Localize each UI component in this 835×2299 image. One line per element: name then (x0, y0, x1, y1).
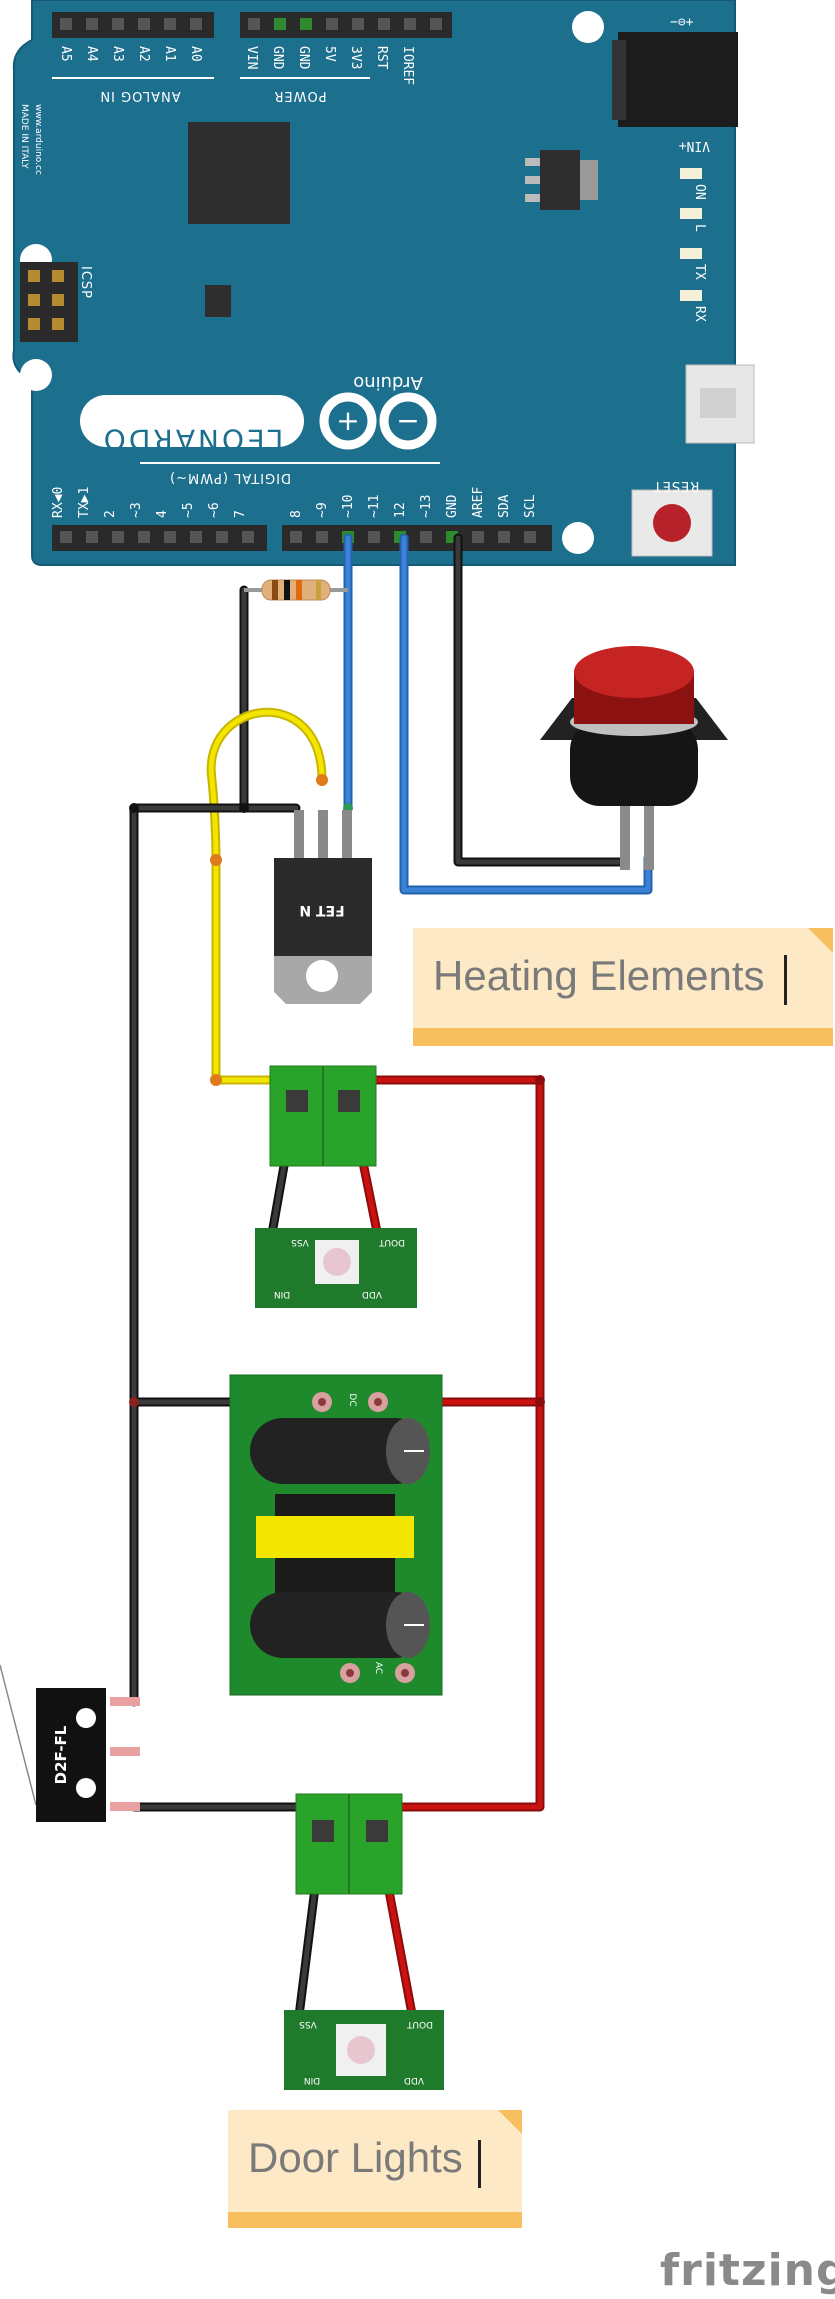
led-pin-label: DIN (304, 2075, 320, 2085)
digital-header-low (52, 525, 267, 551)
icsp-label: ICSP (78, 266, 93, 299)
pin-label: ~13 (419, 495, 434, 518)
switch-label: D2F-FL (52, 1725, 70, 1784)
power-supply-module: DC AC (229, 1374, 443, 1696)
pin-label: RX◀0 (51, 487, 66, 518)
leonardo-logo (80, 395, 304, 447)
pin-label: A5 (58, 46, 73, 62)
pin-label: A4 (84, 46, 99, 62)
mount-hole (562, 522, 594, 554)
pin-label: 8 (289, 510, 304, 518)
mosfet-label: FET N (299, 902, 344, 918)
brand-label: Arduino (353, 372, 423, 393)
polarity-symbol: −⊖+ (670, 15, 694, 30)
note-door-text: Door Lights (248, 2134, 463, 2181)
small-chip (205, 285, 231, 317)
pin-label: 7 (233, 510, 248, 518)
svg-text:+: + (336, 404, 359, 437)
led-label: L (692, 224, 707, 232)
analog-header (52, 12, 214, 38)
arduino-board: A5 A4 A3 A2 A1 A0 VIN GND GND 5V 3V3 RST… (12, 0, 755, 566)
pin-label: IOREF (400, 46, 415, 85)
board-name: LEONARDO (101, 423, 283, 456)
pin-label: ~6 (207, 502, 222, 518)
pin-label: 4 (155, 510, 170, 518)
led-label: RX (692, 306, 707, 322)
mount-hole (20, 359, 52, 391)
pin-label: ~9 (315, 502, 330, 518)
led-label: TX (692, 264, 707, 280)
mosfet: FET N (274, 810, 372, 1004)
pin-label: 2 (103, 510, 118, 518)
led-module-bottom: VSS DOUT DIN VDD (284, 2010, 444, 2090)
reset-label: RESET (653, 478, 700, 493)
terminal-block-top (269, 1065, 377, 1167)
power-label: POWER (273, 88, 326, 103)
mount-hole (572, 11, 604, 43)
pin-label: ~10 (341, 495, 356, 518)
led-pin-label: VDD (404, 2075, 424, 2085)
note-door: Door Lights (228, 2110, 522, 2228)
led-label: ON (692, 184, 707, 200)
pin-label: ~3 (129, 502, 144, 518)
led-pin-label: DOUT (378, 1237, 405, 1247)
pin-label: AREF (471, 487, 486, 518)
led-module-top: VSS DOUT DIN VDD (255, 1228, 417, 1308)
junctions (129, 774, 652, 1407)
pin-label: GND (296, 46, 311, 70)
pin-label: A0 (188, 46, 203, 62)
fritzing-watermark: fritzing (660, 2245, 835, 2296)
terminal-block-bottom (295, 1793, 403, 1895)
pin-label: VIN (244, 46, 259, 69)
led-pin-label: DIN (274, 1289, 290, 1299)
power-jack (618, 32, 738, 127)
pin-label: TX▶1 (77, 487, 92, 518)
voltage-regulator (540, 150, 580, 210)
led-pin-label: VSS (299, 2019, 317, 2029)
pin-label: GND (445, 494, 460, 518)
pcb-dc-label: DC (347, 1393, 357, 1406)
pcb-ac-label: AC (373, 1662, 383, 1674)
pin-label: RST (374, 46, 389, 70)
note-heating-text: Heating Elements (433, 952, 765, 999)
made-in-label: MADE IN ITALY (19, 104, 29, 169)
pin-label: A2 (136, 46, 151, 62)
pin-label: A1 (162, 46, 177, 62)
pin-label: SCL (523, 494, 538, 518)
digital-label: DIGITAL (PWM~) (169, 470, 291, 485)
microcontroller-chip (188, 122, 290, 224)
pin-label: SDA (497, 494, 512, 518)
power-header (240, 12, 452, 38)
pin-label: 3V3 (348, 46, 363, 69)
vin-label: VIN+ (679, 138, 710, 153)
pin-label: 5V (322, 46, 337, 62)
resistor (244, 579, 348, 601)
analog-in-label: ANALOG IN (99, 88, 180, 103)
pin-label: 12 (393, 502, 408, 518)
board-leds (680, 168, 702, 301)
note-heating: Heating Elements (413, 928, 833, 1046)
svg-text:−: − (396, 404, 419, 437)
pin-label: ~5 (181, 502, 196, 518)
led-pin-label: DOUT (406, 2019, 433, 2029)
pin-label: GND (270, 46, 285, 70)
led-pin-label: VSS (291, 1237, 309, 1247)
pin-label: A3 (110, 46, 125, 62)
arduino-logo-icon: + − (319, 392, 437, 450)
led-pin-label: VDD (362, 1289, 382, 1299)
url-label: www.arduino.cc (33, 104, 43, 175)
pin-label: ~11 (367, 495, 382, 518)
push-button (540, 646, 728, 870)
micro-switch: D2F-FL (0, 1664, 140, 1822)
